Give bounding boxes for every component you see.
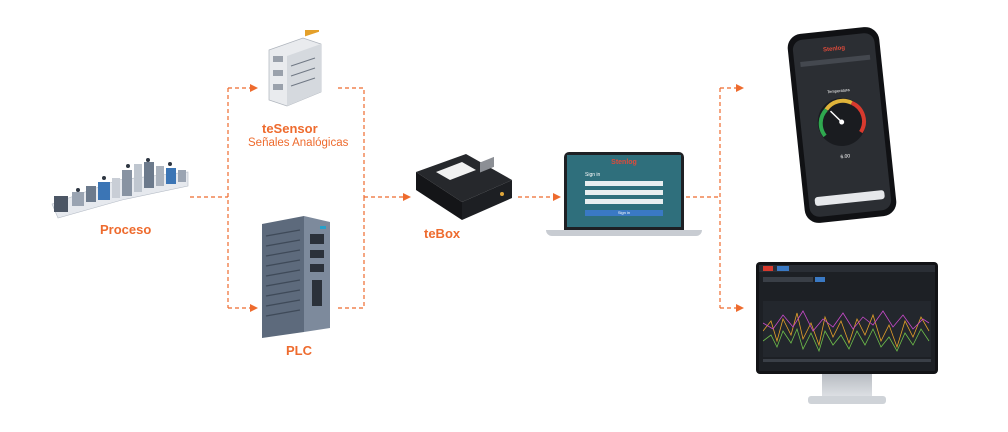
laptop-screen: Stenlog Sign in Sign in [567, 155, 681, 227]
process-label: Proceso [100, 222, 152, 237]
plc-label: PLC [286, 343, 312, 358]
monitor-scrollbar[interactable] [763, 359, 931, 362]
laptop-brand: Stenlog [611, 159, 637, 166]
monitor-bezel [756, 262, 938, 374]
laptop-base [546, 230, 702, 236]
monitor-topbar [759, 265, 935, 272]
arrowhead-plc [250, 304, 258, 312]
plc-device-image [262, 216, 330, 338]
tebox-device-image [416, 154, 512, 220]
phone-selector[interactable] [800, 54, 871, 67]
laptop-signin-button[interactable]: Sign in [585, 210, 663, 216]
process-plant-image [51, 158, 189, 219]
monitor-stand-neck [822, 374, 872, 398]
monitor-screen [759, 265, 935, 371]
tebox-label: teBox [424, 226, 461, 241]
laptop-bezel: Stenlog Sign in Sign in [564, 152, 684, 230]
phone-image: Stenlog Temperatura 6.00 [786, 25, 898, 225]
arrowhead-phone [736, 84, 744, 92]
monitor-image [756, 262, 938, 410]
monitor-selector[interactable] [763, 277, 813, 282]
arrowhead-laptop [553, 193, 561, 201]
phone-gauge [817, 98, 866, 147]
monitor-search-button[interactable] [815, 277, 825, 282]
monitor-stand-base [808, 396, 886, 404]
monitor-chart [763, 301, 931, 357]
monitor-logo [763, 266, 773, 271]
laptop-field-user[interactable] [585, 181, 663, 186]
tesensor-label: teSensor [262, 121, 318, 136]
tesensor-device-image [268, 30, 322, 107]
arrowhead-monitor [736, 304, 744, 312]
tesensor-sublabel: Señales Analógicas [248, 137, 349, 149]
monitor-tab-active[interactable] [777, 266, 789, 271]
laptop-image: Stenlog Sign in Sign in [546, 152, 702, 244]
arrowhead-tesensor [250, 84, 258, 92]
line-plc-out [338, 197, 365, 309]
phone-body: Stenlog Temperatura 6.00 [786, 25, 898, 225]
arrowhead-tebox [403, 193, 411, 201]
phone-bottom-bar [814, 189, 885, 207]
laptop-signin-title: Sign in [585, 172, 601, 178]
laptop-field-password[interactable] [585, 190, 663, 195]
phone-screen: Stenlog Temperatura 6.00 [791, 32, 893, 218]
laptop-field-extra[interactable] [585, 199, 663, 204]
line-tesensor-out [338, 87, 365, 197]
